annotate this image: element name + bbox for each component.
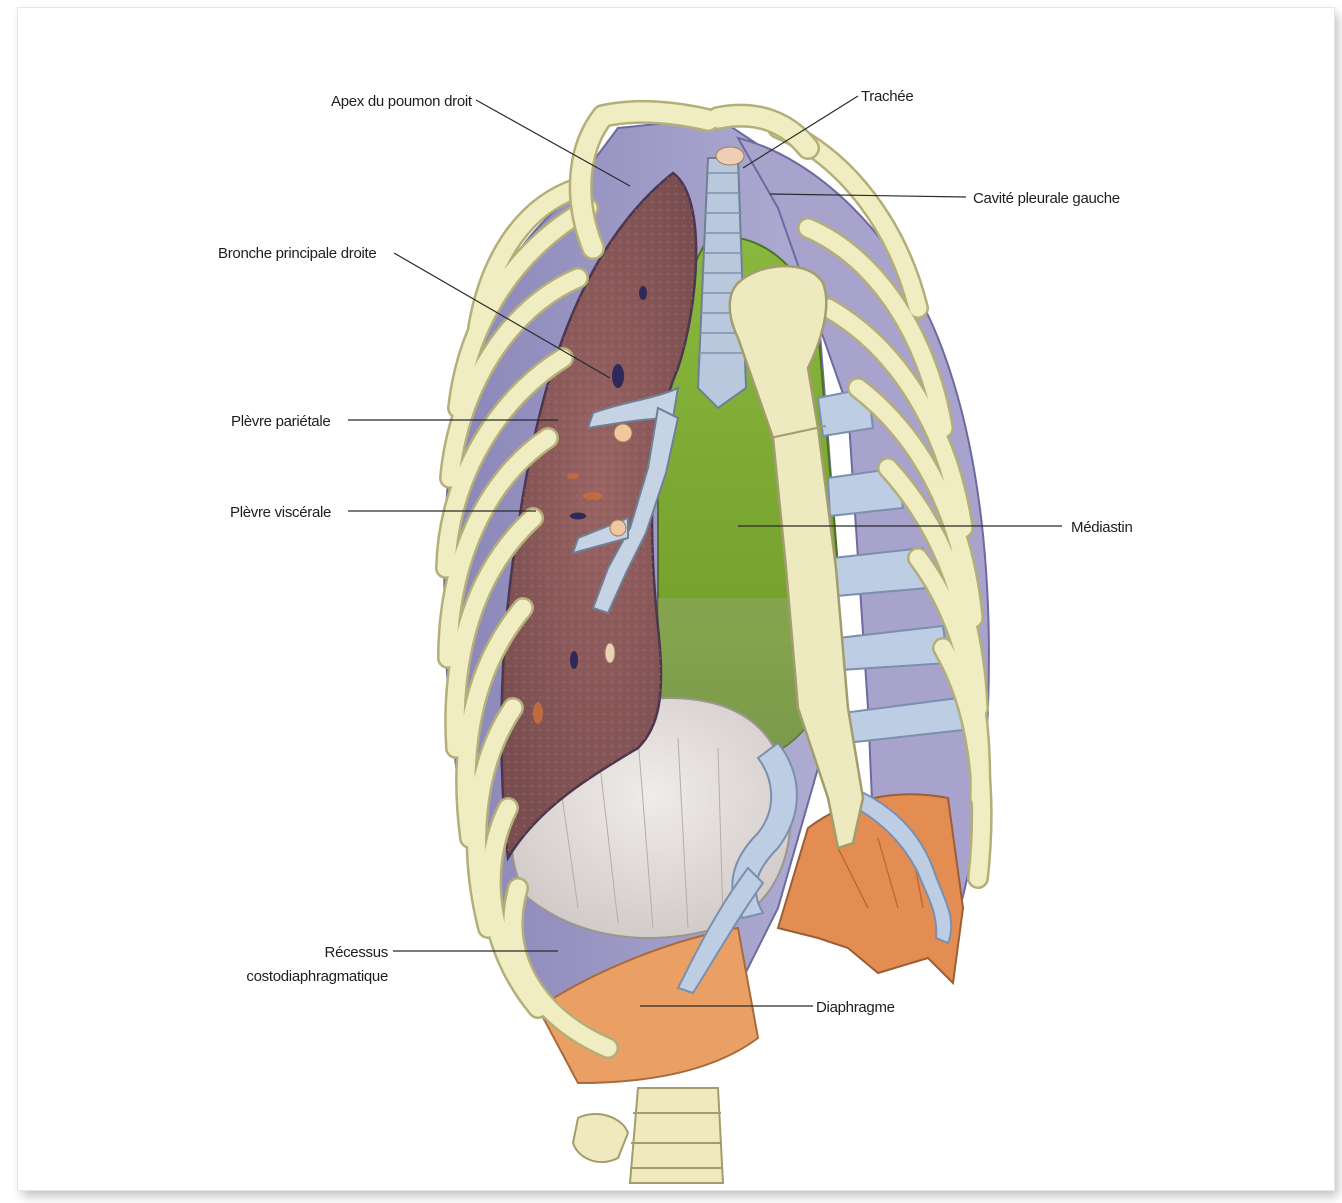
label-apex-poumon-droit: Apex du poumon droit xyxy=(331,93,473,110)
vertebral-column xyxy=(573,1088,723,1183)
label-bronche-principale-droite: Bronche principale droite xyxy=(218,245,376,262)
label-plevre-viscerale: Plèvre viscérale xyxy=(230,504,331,521)
thorax-anatomy-illustration: Apex du poumon droit Trachée Cavité pleu… xyxy=(18,8,1342,1203)
figure-frame: Apex du poumon droit Trachée Cavité pleu… xyxy=(18,8,1334,1190)
label-trachee: Trachée xyxy=(861,88,913,105)
label-cavite-pleurale-gauche: Cavité pleurale gauche xyxy=(973,190,1120,207)
label-plevre-parietale: Plèvre pariétale xyxy=(231,413,330,430)
label-recessus-line2: costodiaphragmatique xyxy=(246,968,388,985)
label-mediastin: Médiastin xyxy=(1071,519,1133,536)
label-recessus-line1: Récessus xyxy=(325,944,388,961)
label-diaphragme: Diaphragme xyxy=(816,999,895,1016)
